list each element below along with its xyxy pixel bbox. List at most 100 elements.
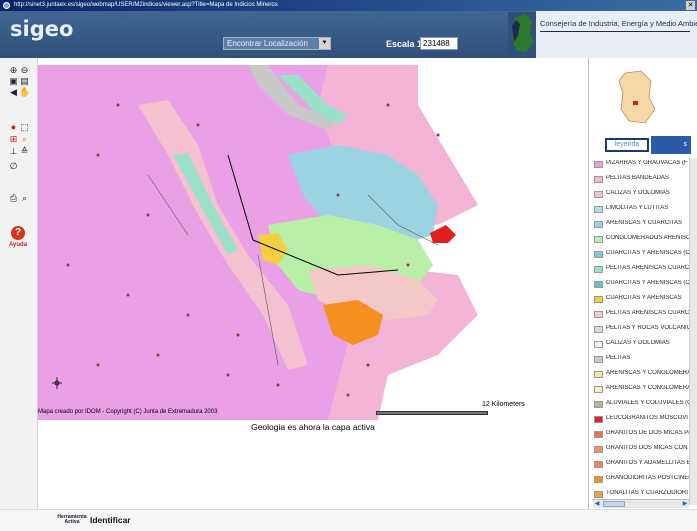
legend-horizontal-scrollbar[interactable]: ◀ ▶ <box>593 499 689 508</box>
legend-swatch <box>594 191 603 198</box>
map-unit-green-strip <box>173 153 238 255</box>
zoom-in-icon[interactable]: ⊕ <box>9 65 18 75</box>
legend-item: ARENISCAS Y CONGLOMERA <box>594 368 697 382</box>
find-icon[interactable]: ⌕ <box>21 134 28 144</box>
legend-label: LIMOLITAS Y LUTITAS <box>606 205 669 211</box>
overview-map[interactable] <box>601 67 673 127</box>
scroll-right-icon[interactable]: ▶ <box>682 501 688 507</box>
measure-icon[interactable]: ⊥ <box>9 146 18 156</box>
legend-item: PELITAS <box>594 353 697 367</box>
legend-swatch <box>594 161 603 168</box>
map-fault-line <box>367 194 439 246</box>
legend-item: GRANITOS Y ADAMELLITAS B <box>594 458 697 472</box>
legend-label: GRANITOS DE DOS MICAS P( <box>606 430 691 436</box>
organization-divider <box>540 31 690 32</box>
map-unit-yellow-quartzite <box>258 233 288 265</box>
map-unit-leucogranite <box>430 225 456 243</box>
clear-selection-icon[interactable]: ∅ <box>9 161 18 171</box>
legend-label: ARENISCAS Y CONGLOMERA <box>606 370 692 376</box>
map-unit-granodiorite <box>323 300 383 345</box>
legend-swatch <box>594 356 603 363</box>
legend-item: PELITAS ARENISCAS CUARCI <box>594 263 697 277</box>
find-location-value: Encontrar Localización <box>227 39 308 48</box>
legend-swatch <box>594 476 603 483</box>
search-icon[interactable]: ⌕ <box>21 193 28 203</box>
legend-label: CUARCITAS Y ARENISCAS (C <box>606 250 690 256</box>
legend-item: GRANODIORITAS POSTCINEM <box>594 473 697 487</box>
query-icon[interactable]: ⊞ <box>9 134 18 144</box>
buffer-icon[interactable]: ≙ <box>20 146 29 156</box>
scale-input[interactable]: 231488 <box>420 37 458 50</box>
select-icon[interactable]: ⬚ <box>20 122 29 132</box>
zoom-out-icon[interactable]: ⊖ <box>20 65 29 75</box>
legend-swatch <box>594 176 603 183</box>
scroll-thumb[interactable] <box>603 501 625 507</box>
north-arrow-icon <box>52 377 62 389</box>
active-layer-message: Geologia es ahora la capa activa <box>251 422 375 432</box>
browser-icon <box>3 2 10 9</box>
close-icon[interactable]: ✕ <box>686 1 695 10</box>
legend-item: CUARCITAS Y ARENISCAS <box>594 293 697 307</box>
legend-swatch <box>594 326 603 333</box>
legend-swatch <box>594 251 603 258</box>
legend-item: ALUVIALES Y COLUVIALES (C <box>594 398 697 412</box>
legend-item: CUARCITAS Y ARENISCAS (C <box>594 278 697 292</box>
find-location-select[interactable]: Encontrar Localización ▼ <box>223 37 331 50</box>
legend-item: CUARCITAS Y ARENISCAS (C <box>594 248 697 262</box>
legend-label: PELITAS BANDEADAS <box>606 175 669 181</box>
map-unit-green-strip-north <box>278 75 348 125</box>
legend-item: LEUCOGRANITOS MOSCOVIT <box>594 413 697 427</box>
legend-item: LIMOLITAS Y LUTITAS <box>594 203 697 217</box>
organization-name: Consejería de Industria, Energía y Medio… <box>540 19 697 28</box>
map-fault-line <box>257 254 279 366</box>
legend-item: PELITAS BANDEADAS <box>594 173 697 187</box>
full-extent-icon[interactable]: ▤ <box>20 76 29 86</box>
zoom-box-icon[interactable]: ▣ <box>9 76 18 86</box>
legend-label: CUARCITAS Y ARENISCAS (C <box>606 280 690 286</box>
legend-swatch <box>594 236 603 243</box>
legend-item: TONALITAS Y CUARZODIORIT <box>594 488 697 502</box>
scale-bar-label: 12 Kilometers <box>482 401 525 408</box>
legend-swatch <box>594 401 603 408</box>
legend-label: PIZARRAS Y GRAUVACAS (F <box>606 160 688 166</box>
active-tool-label: Herramienta Activa <box>57 514 87 525</box>
legend-label: CUARCITAS Y ARENISCAS <box>606 295 682 301</box>
legend-label: CALIZAS Y DOLOMIAS <box>606 190 670 196</box>
back-icon[interactable]: ◀ <box>10 87 17 97</box>
map-fault-line <box>227 154 399 276</box>
map-toolbar: ⊕ ⊖ ▣ ▤ ◀ ✋ ● ⬚ ⊞ ⌕ ⊥ ≙ ∅ ⎙ ⌕ ? Ayuda <box>0 58 38 509</box>
print-icon[interactable]: ⎙ <box>9 193 18 203</box>
scale-label: Escala 1: <box>386 39 426 49</box>
legend-swatch <box>594 431 603 438</box>
help-label: Ayuda <box>8 242 28 248</box>
browser-title-bar: http://sinet3.juntaex.es/sigeo/webmap/US… <box>0 0 697 11</box>
scroll-left-icon[interactable]: ◀ <box>594 501 600 507</box>
active-tool-value: Identificar <box>90 515 131 525</box>
legend-label: GRANITOS DOS MICAS CON S <box>606 445 694 451</box>
scale-bar <box>376 411 488 415</box>
tab-layers[interactable]: s <box>651 136 691 154</box>
legend-swatch <box>594 371 603 378</box>
organization-panel: Consejería de Industria, Energía y Medio… <box>536 11 697 58</box>
map-fault-line <box>147 174 189 236</box>
help-button[interactable]: ? Ayuda <box>6 226 30 252</box>
legend-item: CALIZAS Y DOLOMIAS <box>594 188 697 202</box>
tab-legend[interactable]: leyenda <box>605 138 649 152</box>
chevron-down-icon[interactable]: ▼ <box>319 38 330 49</box>
overview-extent-marker <box>633 101 638 105</box>
legend-swatch <box>594 491 603 498</box>
legend-label: PELITAS ARENISCAS CUARCI <box>606 265 691 271</box>
geology-map[interactable] <box>38 65 588 420</box>
map-blank-area <box>378 65 588 420</box>
pan-hand-icon[interactable]: ✋ <box>19 87 31 97</box>
identify-icon[interactable]: ● <box>10 122 17 132</box>
legend-item: ARENISCAS Y CUARCITAS <box>594 218 697 232</box>
legend-item: GRANITOS DE DOS MICAS P( <box>594 428 697 442</box>
map-canvas <box>38 65 588 420</box>
right-panel: leyenda s PIZARRAS Y GRAUVACAS (F PELITAS… <box>588 58 697 509</box>
legend-vertical-scrollbar[interactable] <box>689 158 697 505</box>
legend-swatch <box>594 206 603 213</box>
legend-label: CALIZAS Y DOLOMIAS <box>606 340 670 346</box>
legend-swatch <box>594 341 603 348</box>
legend-label: ARENISCAS Y CUARCITAS <box>606 220 683 226</box>
